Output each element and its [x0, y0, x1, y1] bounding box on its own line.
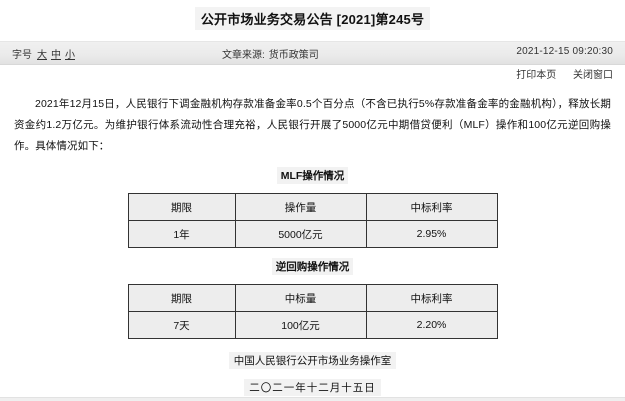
font-size-control: 字号大中小 — [12, 46, 77, 61]
mlf-table: 期限 操作量 中标利率 1年 5000亿元 2.95% — [127, 193, 498, 248]
reverse-repo-table-wrap: 期限 中标量 中标利率 7天 100亿元 2.20% — [0, 284, 625, 339]
section-heading-reverse-repo-text: 逆回购操作情况 — [271, 258, 354, 275]
font-size-medium-link[interactable]: 中 — [51, 50, 61, 61]
publish-timestamp: 2021-12-15 09:20:30 — [516, 46, 613, 57]
column-header-rate: 中标利率 — [365, 284, 498, 312]
bottom-divider — [0, 397, 625, 401]
print-page-link[interactable]: 打印本页 — [516, 70, 557, 81]
column-header-rate: 中标利率 — [365, 193, 498, 221]
signature-date-text: 二〇二一年十二月十五日 — [244, 379, 381, 396]
mlf-table-wrap: 期限 操作量 中标利率 1年 5000亿元 2.95% — [0, 193, 625, 248]
column-header-volume: 中标量 — [234, 284, 367, 312]
font-size-label: 字号 — [12, 50, 32, 61]
table-header-row: 期限 操作量 中标利率 — [127, 193, 498, 221]
table-header-row: 期限 中标量 中标利率 — [127, 284, 498, 312]
signature-organization-text: 中国人民银行公开市场业务操作室 — [228, 352, 397, 369]
column-header-volume: 操作量 — [234, 193, 367, 221]
font-size-large-link[interactable]: 大 — [37, 50, 47, 61]
article-source: 文章来源:货币政策司 — [222, 46, 319, 61]
table-row: 7天 100亿元 2.20% — [127, 311, 498, 339]
meta-bar: 字号大中小 文章来源:货币政策司 2021-12-15 09:20:30 — [0, 41, 625, 65]
cell-rate: 2.95% — [365, 220, 498, 248]
article-source-value: 货币政策司 — [268, 50, 319, 61]
title-bar: 公开市场业务交易公告 [2021]第245号 — [0, 0, 625, 30]
page-title: 公开市场业务交易公告 [2021]第245号 — [194, 7, 431, 30]
section-heading-reverse-repo: 逆回购操作情况 — [0, 257, 625, 275]
cell-term: 1年 — [127, 220, 236, 248]
column-header-term: 期限 — [127, 193, 236, 221]
tool-links: 打印本页 关闭窗口 — [516, 66, 613, 81]
article-content: 2021年12月15日，人民银行下调金融机构存款准备金率0.5个百分点（不含已执… — [0, 94, 625, 396]
column-header-term: 期限 — [127, 284, 236, 312]
font-size-small-link[interactable]: 小 — [65, 50, 75, 61]
signature-organization: 中国人民银行公开市场业务操作室 — [0, 351, 625, 369]
section-heading-mlf-text: MLF操作情况 — [276, 167, 349, 184]
cell-rate: 2.20% — [365, 311, 498, 339]
cell-term: 7天 — [127, 311, 236, 339]
cell-volume: 5000亿元 — [234, 220, 367, 248]
close-window-link[interactable]: 关闭窗口 — [573, 70, 613, 81]
cell-volume: 100亿元 — [234, 311, 367, 339]
section-heading-mlf: MLF操作情况 — [0, 166, 625, 184]
article-source-label: 文章来源: — [222, 50, 265, 61]
article-paragraph: 2021年12月15日，人民银行下调金融机构存款准备金率0.5个百分点（不含已执… — [14, 98, 611, 152]
reverse-repo-table: 期限 中标量 中标利率 7天 100亿元 2.20% — [127, 284, 498, 339]
table-row: 1年 5000亿元 2.95% — [127, 220, 498, 248]
signature-date: 二〇二一年十二月十五日 — [0, 378, 625, 396]
